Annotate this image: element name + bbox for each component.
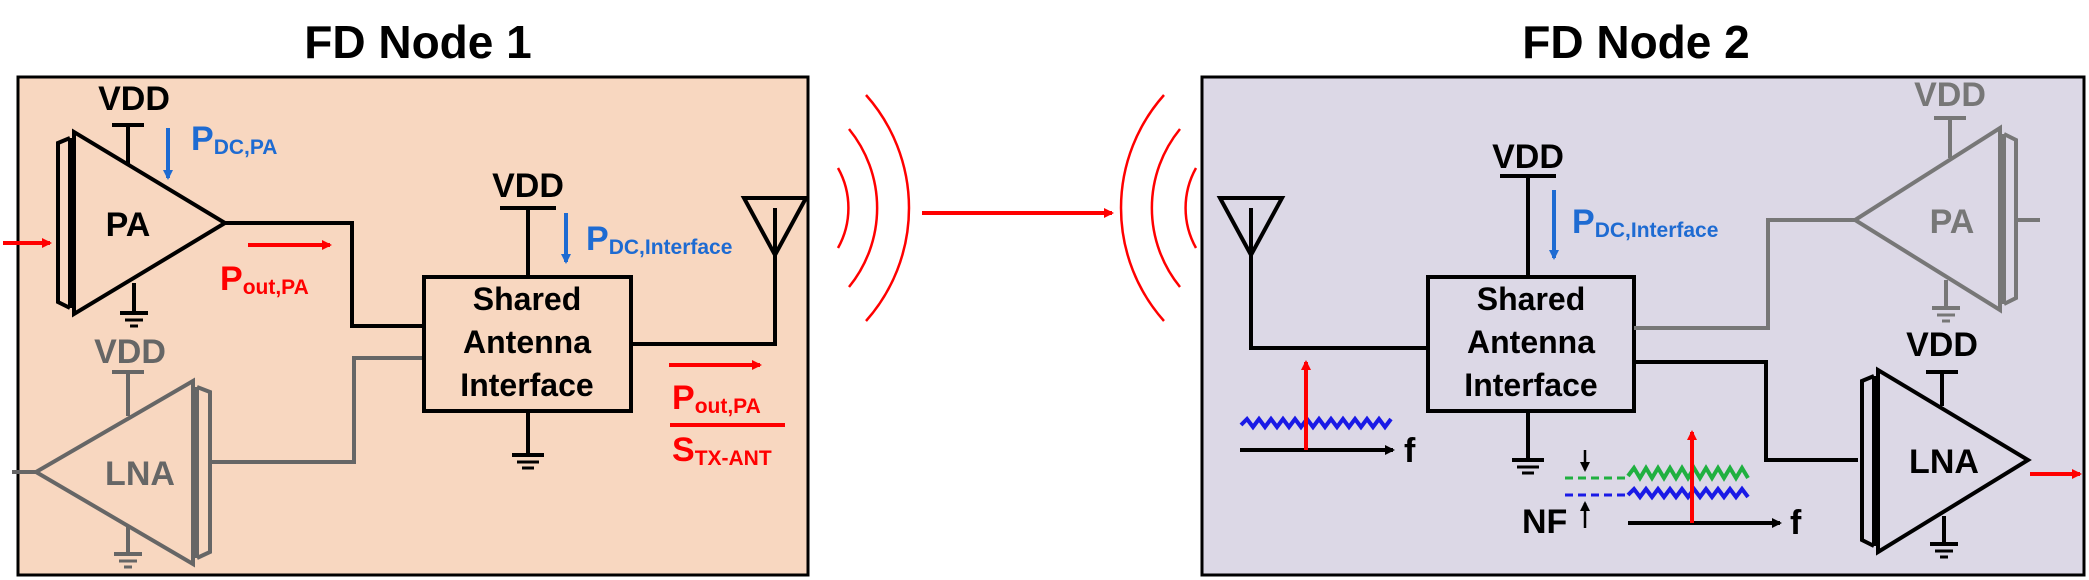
node2-spectrum-right-axis: f xyxy=(1790,504,1802,542)
node1-title: FD Node 1 xyxy=(304,16,531,68)
node2-nf-label: NF xyxy=(1522,503,1567,541)
node2-title: FD Node 2 xyxy=(1522,16,1749,68)
node2-interface-vdd: VDD xyxy=(1492,138,1564,176)
node1-lna-vdd: VDD xyxy=(94,333,166,371)
svg-text:Shared: Shared xyxy=(473,281,581,317)
svg-text:Antenna: Antenna xyxy=(1467,324,1595,360)
node2-spectrum-left: f xyxy=(1239,360,1416,470)
node2-pa-vdd: VDD xyxy=(1914,76,1986,114)
svg-text:Interface: Interface xyxy=(460,367,593,403)
node1-lna-label: LNA xyxy=(105,455,175,493)
node2-pa-label: PA xyxy=(1930,203,1975,241)
svg-text:Pout,PA: Pout,PA xyxy=(672,379,761,418)
node2-interface: Shared Antenna Interface VDD PDC,Interfa… xyxy=(1426,138,1718,475)
node1-interface-pdc-label: PDC,Interface xyxy=(586,220,732,259)
svg-text:Antenna: Antenna xyxy=(463,324,591,360)
node2-lna-label: LNA xyxy=(1909,443,1979,481)
node1-antenna-icon xyxy=(631,196,810,346)
node1-lna: LNA VDD xyxy=(12,333,424,569)
node2-lna: LNA VDD xyxy=(1634,326,2082,559)
node1-antenna-power-fraction: Pout,PA STX-ANT xyxy=(669,360,785,470)
node2-antenna-icon xyxy=(1216,196,1428,350)
svg-text:Interface: Interface xyxy=(1464,367,1597,403)
node2-spectrum-left-axis: f xyxy=(1404,432,1416,470)
node1-pa-pdc-label: PDC,PA xyxy=(191,120,277,159)
node1-interface: Shared Antenna Interface VDD PDC,Interfa… xyxy=(422,167,732,470)
node2-pa: PA VDD xyxy=(1634,76,2040,330)
wireless-link xyxy=(836,94,1198,322)
node1-pa-vdd: VDD xyxy=(98,80,170,118)
node1-pa-label: PA xyxy=(106,206,151,244)
svg-text:Shared: Shared xyxy=(1477,281,1585,317)
node1-interface-vdd: VDD xyxy=(492,167,564,205)
node1-pa: PA VDD PDC,PA Pout,PA xyxy=(3,80,424,328)
fd-node-1: FD Node 1 PA VDD PDC,PA xyxy=(3,16,810,577)
node1-pout-label: Pout,PA xyxy=(220,260,309,299)
svg-text:STX-ANT: STX-ANT xyxy=(672,431,772,470)
node2-spectrum-right: NF f xyxy=(1522,430,1802,542)
fd-node-2: FD Node 2 Shared Antenna Interface VDD P… xyxy=(1200,16,2086,577)
node2-interface-pdc-label: PDC,Interface xyxy=(1572,203,1718,242)
node2-lna-vdd: VDD xyxy=(1906,326,1978,364)
